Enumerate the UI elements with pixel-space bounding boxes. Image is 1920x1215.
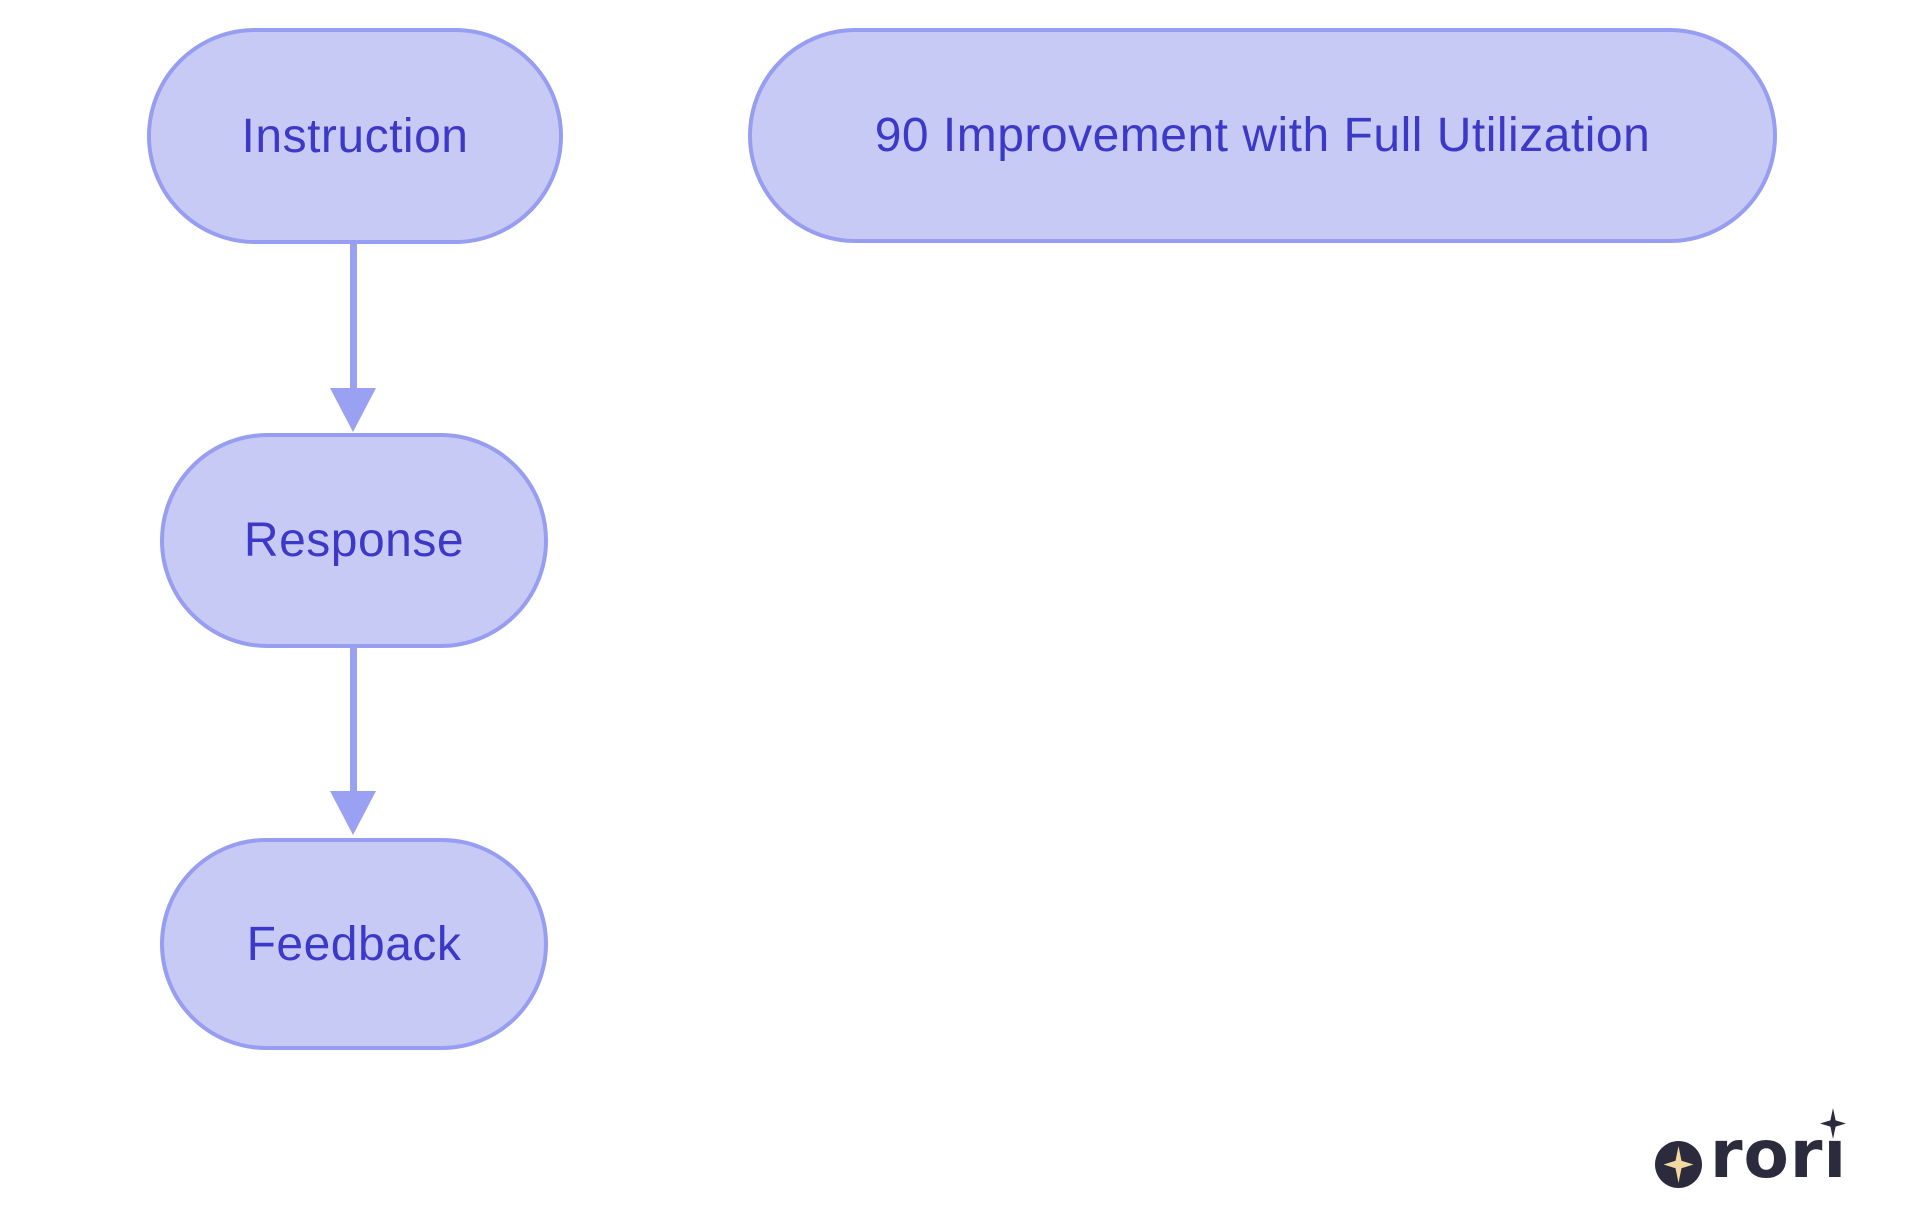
node-improvement: 90 Improvement with Full Utilization	[748, 28, 1777, 243]
arrowhead-down-icon	[330, 388, 376, 432]
node-instruction-label: Instruction	[241, 109, 469, 163]
node-feedback: Feedback	[160, 838, 548, 1050]
node-response: Response	[160, 433, 548, 648]
brand-wordmark-tail: ı	[1823, 1116, 1848, 1193]
edge-instruction-response	[350, 243, 357, 391]
node-instruction: Instruction	[147, 28, 563, 244]
arrowhead-down-icon	[330, 791, 376, 835]
brand-logo-mark	[1655, 1141, 1702, 1188]
node-improvement-label: 90 Improvement with Full Utilization	[874, 109, 1651, 162]
brand-wordmark: rorı	[1710, 1122, 1847, 1188]
edge-response-feedback	[350, 647, 357, 793]
node-response-label: Response	[243, 514, 465, 567]
brand-wordmark-head: ror	[1710, 1116, 1824, 1193]
sparkle-icon	[1663, 1146, 1694, 1183]
node-feedback-label: Feedback	[246, 917, 462, 971]
